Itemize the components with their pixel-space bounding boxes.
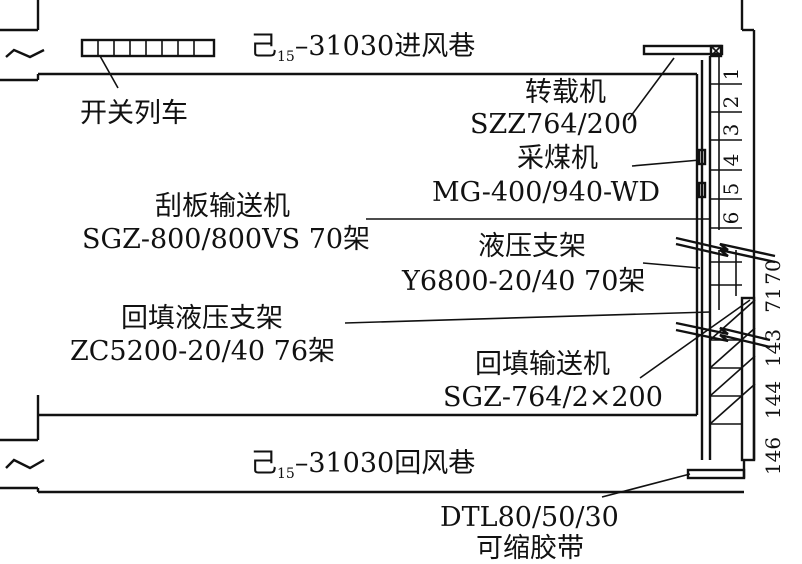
- support-number-70: 70: [761, 259, 785, 284]
- support-number-2: 2: [719, 96, 743, 109]
- hydraulic-support-model: Y6800-20/40 70架: [401, 266, 645, 297]
- belt-conveyor-name: 可缩胶带: [476, 533, 584, 564]
- support-number-143: 143: [761, 329, 785, 367]
- face-equipment-column: [686, 56, 756, 480]
- leader-lines: [344, 57, 751, 498]
- intake-roadway-label: 己15–31030进风巷: [250, 31, 475, 65]
- support-number-1: 1: [719, 68, 743, 81]
- backfill-support-model: ZC5200-20/40 76架: [70, 336, 335, 367]
- support-number-71: 71: [761, 287, 785, 312]
- transfer-machine-shape: [642, 44, 724, 58]
- scraper-conveyor-model: SGZ-800/800VS 70架: [82, 224, 370, 255]
- return-roadway-label: 己15–31030回风巷: [250, 448, 475, 482]
- hydraulic-support-name: 液压支架: [478, 231, 586, 262]
- transfer-machine-name: 转载机: [525, 77, 606, 108]
- support-number-6: 6: [719, 212, 743, 225]
- switch-train-icon: [80, 38, 216, 89]
- support-number-3: 3: [719, 124, 743, 137]
- break-symbol-upper: [675, 236, 776, 264]
- shearer-model: MG-400/940-WD: [432, 177, 660, 208]
- support-number-146: 146: [761, 437, 785, 475]
- support-number-144: 144: [761, 381, 785, 419]
- backfill-support-name: 回填液压支架: [121, 303, 283, 334]
- shearer-name: 采煤机: [517, 143, 598, 174]
- support-number-5: 5: [719, 183, 743, 196]
- scraper-conveyor-name: 刮板输送机: [155, 191, 290, 222]
- transfer-machine-model: SZZ764/200: [470, 109, 638, 140]
- belt-conveyor-model: DTL80/50/30: [440, 502, 619, 533]
- support-number-labels: 1 2 3 4 5 6 70 71 143 144 146: [719, 68, 785, 475]
- backfill-conveyor-model: SGZ-764/2×200: [443, 382, 663, 413]
- backfill-conveyor-name: 回填输送机: [475, 349, 610, 380]
- support-number-4: 4: [719, 154, 743, 167]
- break-symbol-lower: [675, 321, 771, 349]
- return-roadway-walls: [0, 395, 744, 494]
- switch-train-label: 开关列车: [80, 98, 188, 129]
